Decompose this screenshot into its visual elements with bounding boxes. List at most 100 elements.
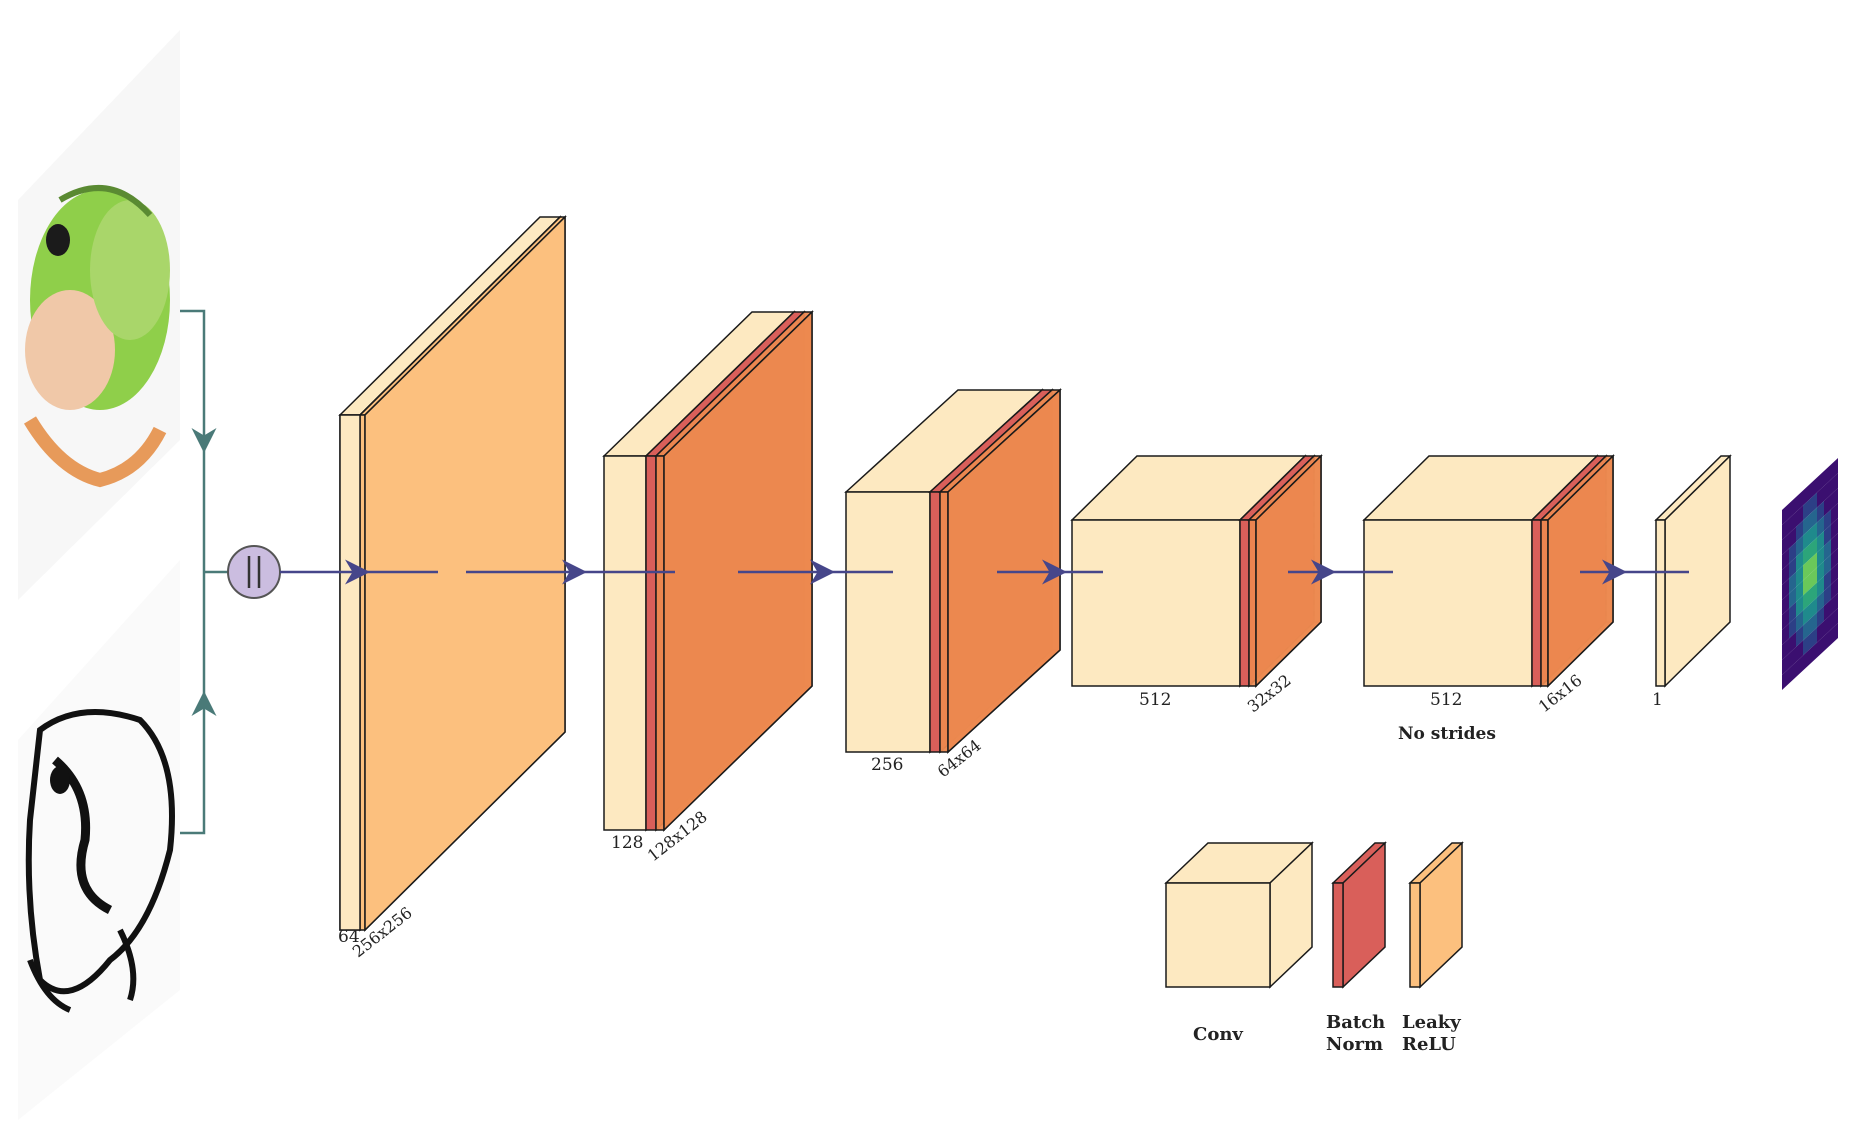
heatmap-cell	[1824, 584, 1831, 606]
heatmap-cell	[1789, 572, 1796, 594]
heatmap-cell	[1789, 497, 1796, 519]
heatmap-cell	[1789, 632, 1796, 654]
heatmap-cell	[1810, 567, 1817, 589]
heatmap-cell	[1824, 629, 1831, 651]
heatmap-cell	[1810, 582, 1817, 604]
heatmap-cell	[1810, 597, 1817, 619]
heatmap-cell	[1817, 621, 1824, 643]
layer4-channels: 512	[1139, 690, 1171, 710]
heatmap-cell	[1810, 612, 1817, 634]
layer1-channels: 64	[338, 927, 360, 947]
heatmap-cell	[1817, 576, 1824, 598]
heatmap-cell	[1796, 565, 1803, 587]
heatmap-cell	[1796, 520, 1803, 542]
heatmap-cell	[1803, 559, 1810, 581]
heatmap-cell	[1796, 595, 1803, 617]
heatmap-cell	[1824, 464, 1831, 486]
legend-batchnorm-label-1: Batch	[1326, 1012, 1385, 1033]
heatmap-cell	[1782, 638, 1789, 660]
heatmap-cell	[1789, 587, 1796, 609]
concat-icon	[227, 545, 281, 599]
heatmap-cell	[1810, 537, 1817, 559]
heatmap-cell	[1824, 494, 1831, 516]
heatmap-output-icon	[1782, 458, 1838, 690]
layer3-channels: 256	[871, 755, 903, 775]
heatmap-cell	[1831, 488, 1838, 510]
legend-conv-label: Conv	[1193, 1024, 1243, 1045]
heatmap-cell	[1782, 593, 1789, 615]
heatmap-cell	[1810, 492, 1817, 514]
heatmap-cell	[1817, 636, 1824, 658]
heatmap-cell	[1817, 561, 1824, 583]
heatmap-cell	[1831, 608, 1838, 630]
heatmap-cell	[1782, 548, 1789, 570]
heatmap-cell	[1782, 578, 1789, 600]
heatmap-cell	[1817, 531, 1824, 553]
legend-relu-label-1: Leaky	[1402, 1012, 1461, 1033]
heatmap-cell	[1831, 533, 1838, 555]
heatmap-cell	[1831, 473, 1838, 495]
heatmap-cell	[1803, 574, 1810, 596]
heatmap-cell	[1817, 516, 1824, 538]
heatmap-cell	[1817, 546, 1824, 568]
layer1-conv-face	[339, 414, 361, 931]
layer1-edge	[359, 216, 561, 416]
heatmap-cell	[1817, 486, 1824, 508]
heatmap-cell	[1796, 640, 1803, 662]
heatmap-cell	[1789, 527, 1796, 549]
layer2-channels: 128	[611, 833, 643, 853]
heatmap-cell	[1782, 518, 1789, 540]
heatmap-cell	[1824, 524, 1831, 546]
heatmap-cell	[1824, 614, 1831, 636]
legend-relu-slab	[1408, 841, 1464, 989]
heatmap-cell	[1831, 623, 1838, 645]
layer6-channels: 1	[1652, 690, 1663, 710]
layer5-channels: 512	[1430, 690, 1462, 710]
heatmap-cell	[1796, 550, 1803, 572]
layer6-conv	[1654, 454, 1732, 688]
heatmap-cell	[1782, 623, 1789, 645]
heatmap-cell	[1831, 548, 1838, 570]
heatmap-cell	[1803, 514, 1810, 536]
heatmap-cell	[1831, 503, 1838, 525]
heatmap-cell	[1796, 580, 1803, 602]
legend-batchnorm-slab	[1331, 841, 1387, 989]
heatmap-cell	[1789, 512, 1796, 534]
heatmap-cell	[1803, 619, 1810, 641]
layer5-note: No strides	[1398, 724, 1496, 744]
layer1-relu-face	[364, 215, 566, 932]
heatmap-cell	[1810, 522, 1817, 544]
heatmap-cell	[1789, 662, 1796, 684]
heatmap-cell	[1803, 544, 1810, 566]
heatmap-cell	[1824, 479, 1831, 501]
heatmap-cell	[1803, 604, 1810, 626]
heatmap-cell	[1782, 533, 1789, 555]
heatmap-cell	[1796, 625, 1803, 647]
heatmap-cell	[1796, 505, 1803, 527]
heatmap-cell	[1810, 477, 1817, 499]
heatmap-cell	[1810, 552, 1817, 574]
heatmap-cell	[1789, 602, 1796, 624]
legend-batchnorm-label-2: Norm	[1326, 1034, 1383, 1055]
heatmap-cell	[1824, 554, 1831, 576]
heatmap-cell	[1803, 499, 1810, 521]
heatmap-cell	[1782, 608, 1789, 630]
heatmap-cell	[1782, 668, 1789, 690]
heatmap-cell	[1803, 649, 1810, 671]
heatmap-cell	[1810, 507, 1817, 529]
heatmap-cell	[1789, 542, 1796, 564]
heatmap-cell	[1782, 653, 1789, 675]
heatmap-cell	[1817, 501, 1824, 523]
heatmap-cell	[1789, 557, 1796, 579]
heatmap-cell	[1789, 647, 1796, 669]
heatmap-cell	[1803, 484, 1810, 506]
heatmap-cell	[1824, 599, 1831, 621]
heatmap-cell	[1803, 589, 1810, 611]
heatmap-cell	[1824, 539, 1831, 561]
heatmap-cell	[1824, 569, 1831, 591]
input-branch	[180, 309, 228, 835]
heatmap-cell	[1796, 490, 1803, 512]
heatmap-cell	[1796, 655, 1803, 677]
heatmap-cell	[1824, 509, 1831, 531]
